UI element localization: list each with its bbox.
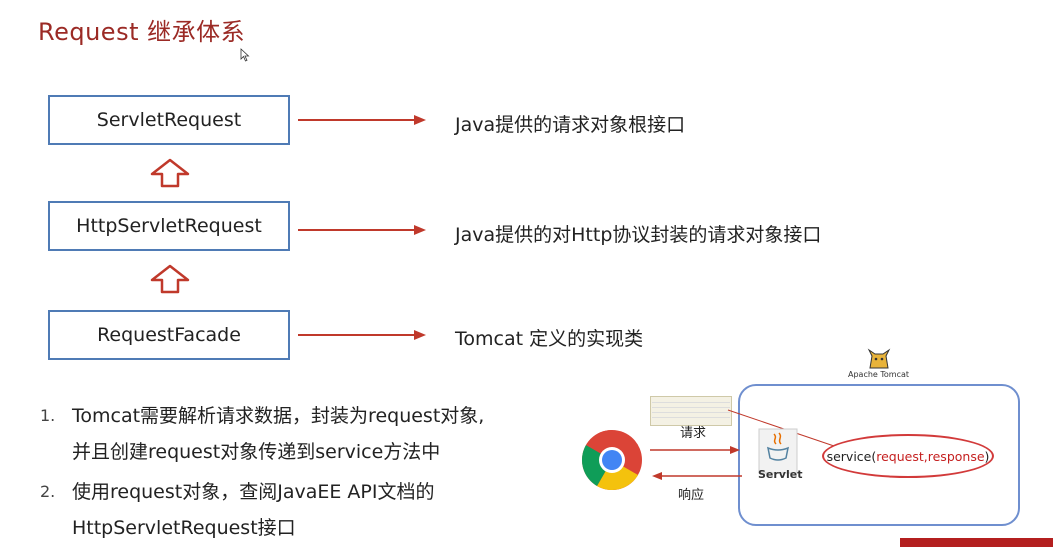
tomcat-logo-icon (867, 348, 891, 369)
chrome-browser-icon (581, 430, 642, 491)
right-arrow-icon (298, 225, 426, 235)
service-prefix: service( (826, 448, 877, 464)
list-text: Tomcat需要解析请求数据，封装为request对象, (72, 405, 485, 427)
class-name: RequestFacade (97, 324, 241, 346)
class-box-requestfacade: RequestFacade (48, 310, 290, 360)
tomcat-label: Apache Tomcat (848, 370, 910, 379)
service-method-oval: service(request,response) (822, 434, 994, 478)
response-arrow-icon (652, 472, 742, 480)
class-description: Java提供的对Http协议封装的请求对象接口 (455, 224, 822, 246)
list-item: 1. Tomcat需要解析请求数据，封装为request对象, (40, 398, 484, 434)
list-text: 并且创建request对象传递到service方法中 (72, 441, 441, 463)
service-separator: , (923, 448, 928, 464)
service-request-param: request (876, 448, 924, 464)
mouse-cursor-icon (240, 48, 250, 62)
notes-list: 1. Tomcat需要解析请求数据，封装为request对象, 并且创建requ… (40, 398, 484, 546)
servlet-label: Servlet (758, 468, 803, 481)
right-arrow-icon (298, 115, 426, 125)
service-response-param: response (927, 448, 985, 464)
list-item: 并且创建request对象传递到service方法中 (40, 434, 484, 470)
list-text: HttpServletRequest接口 (72, 517, 296, 539)
class-name: ServletRequest (96, 109, 242, 131)
inheritance-arrow-icon (150, 264, 190, 294)
footer-banner (900, 538, 1053, 547)
list-item: HttpServletRequest接口 (40, 510, 484, 546)
class-box-httpservletrequest: HttpServletRequest (48, 201, 290, 251)
class-description: Tomcat 定义的实现类 (455, 328, 644, 350)
java-servlet-icon (758, 428, 798, 474)
service-suffix: ) (984, 448, 990, 464)
slide-title: Request 继承体系 (38, 18, 246, 46)
connector-line (727, 409, 835, 447)
inheritance-arrow-icon (150, 158, 190, 188)
class-name: HttpServletRequest (76, 215, 262, 237)
list-number: 2. (40, 482, 56, 501)
right-arrow-icon (298, 330, 426, 340)
tomcat-container (738, 384, 1020, 526)
list-number: 1. (40, 406, 56, 425)
request-label: 请求 (680, 426, 707, 441)
list-item: 2. 使用request对象，查阅JavaEE API文档的 (40, 474, 484, 510)
list-text: 使用request对象，查阅JavaEE API文档的 (72, 481, 435, 503)
response-label: 响应 (678, 488, 705, 503)
request-flow-diagram: Apache Tomcat 请求 响应 Servlet service(requ… (570, 348, 1050, 538)
class-description: Java提供的请求对象根接口 (455, 114, 686, 136)
class-box-servletrequest: ServletRequest (48, 95, 290, 145)
request-arrow-icon (650, 446, 740, 454)
request-data-thumbnail (650, 396, 732, 426)
